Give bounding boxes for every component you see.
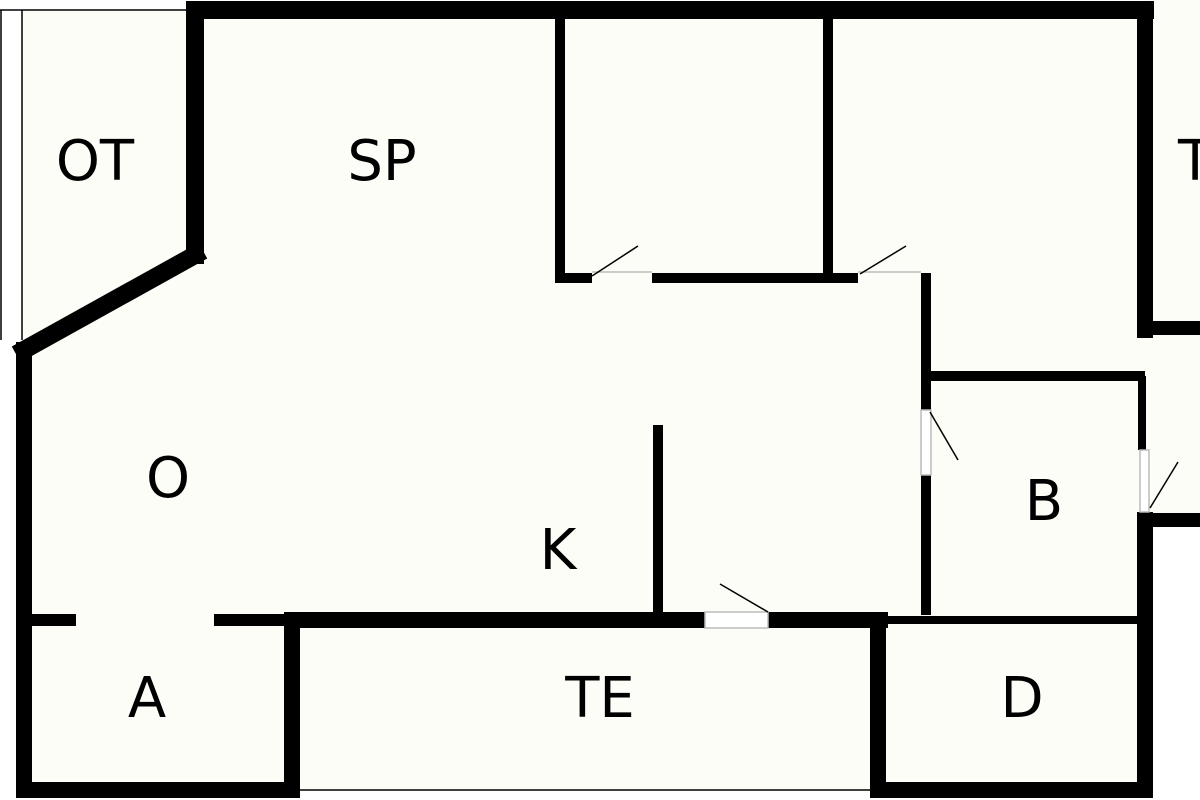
walls: [11, 1, 1200, 798]
room-label-a: A: [128, 666, 166, 731]
room-label-o: O: [146, 446, 190, 511]
floor-t: [1145, 0, 1200, 330]
floor-a: [30, 620, 292, 790]
interior-walls: [555, 10, 1146, 615]
door-te-opening: [704, 611, 769, 629]
room-label-k: K: [540, 518, 578, 583]
floor-te: [292, 620, 880, 790]
room-label-d: D: [1000, 666, 1043, 731]
floor-main: [30, 10, 1145, 620]
floor-ot: [22, 10, 195, 345]
door-right-leaf: [1149, 461, 1179, 509]
room-label-b: B: [1025, 469, 1063, 534]
doors: [591, 245, 1179, 629]
room-label-t: T: [1177, 129, 1200, 194]
door-te-leaf: [719, 583, 769, 613]
room-label-ot: OT: [56, 129, 135, 194]
door-room1-leaf: [591, 245, 639, 277]
door-b-opening: [920, 409, 932, 476]
room-label-sp: SP: [347, 129, 416, 194]
door-right-opening: [1139, 449, 1150, 513]
wall-diagonal: [11, 242, 208, 363]
floor-right-strip: [1145, 330, 1200, 520]
door-room2-leaf: [859, 245, 907, 275]
floor-d: [880, 620, 1145, 790]
door-b-leaf: [929, 411, 959, 461]
room-label-te: TE: [564, 666, 635, 731]
